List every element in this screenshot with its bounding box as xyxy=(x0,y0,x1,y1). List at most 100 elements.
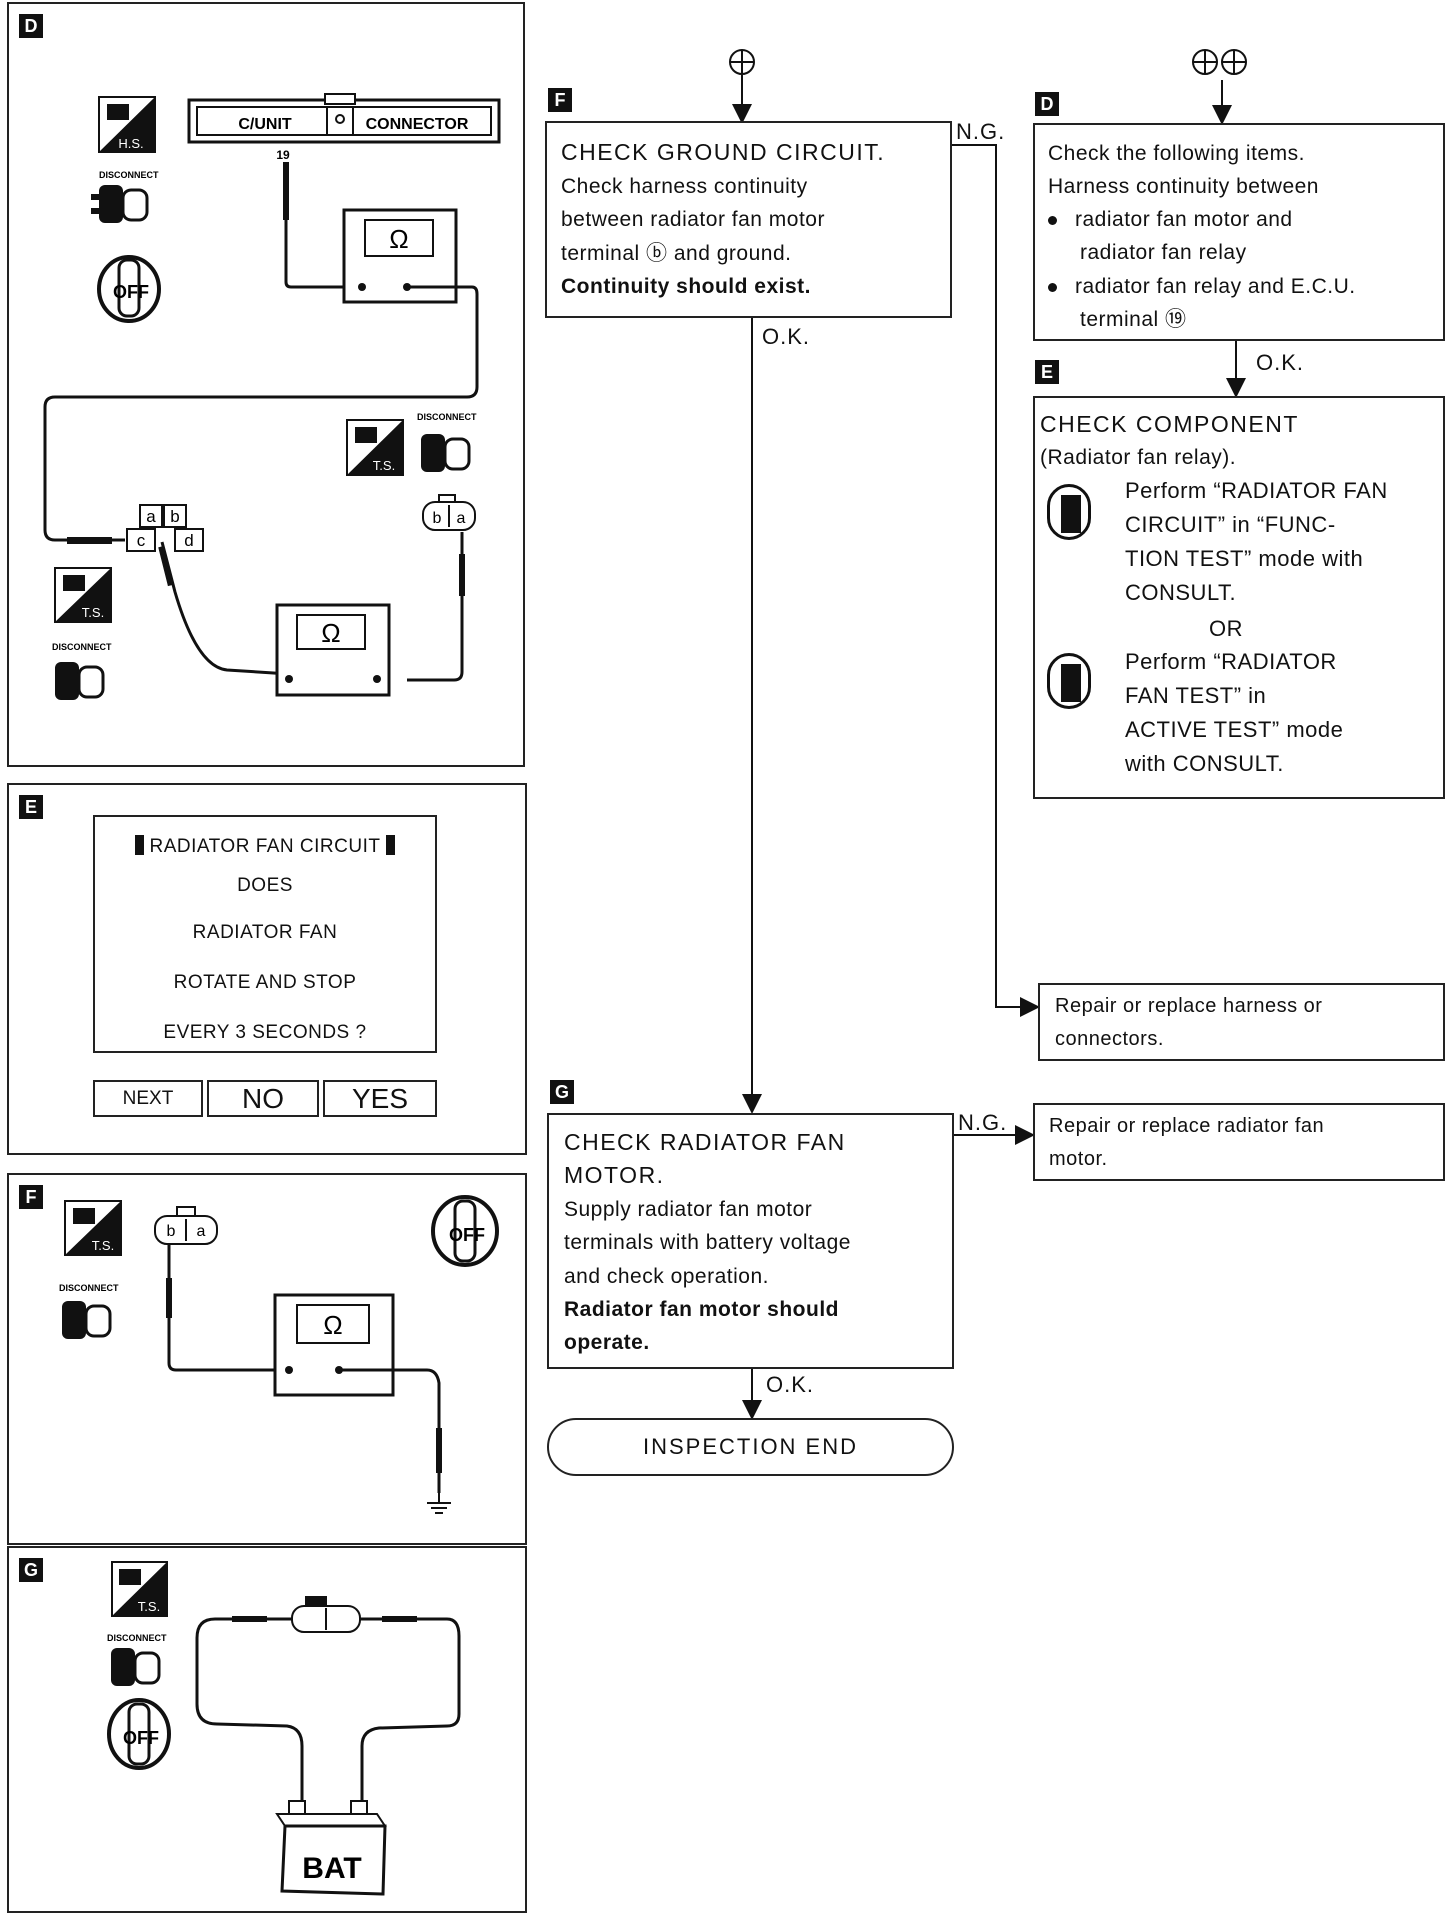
option-line: ACTIVE TEST” mode xyxy=(1125,717,1344,742)
next-button[interactable]: NEXT xyxy=(93,1080,203,1117)
check-component-box: CHECK COMPONENT (Radiator fan relay). Pe… xyxy=(1033,396,1445,799)
no-button[interactable]: NO xyxy=(207,1080,319,1117)
step-e-letter: E xyxy=(1035,360,1059,384)
step-line: terminals with battery voltage xyxy=(564,1231,851,1254)
repair-line: connectors. xyxy=(1055,1028,1164,1050)
svg-text:OFF: OFF xyxy=(449,1225,485,1245)
consult-icon xyxy=(1047,653,1091,709)
disconnect-icon xyxy=(55,662,105,700)
svg-text:d: d xyxy=(184,531,193,550)
inspection-end-terminal: INSPECTION END xyxy=(547,1418,954,1476)
bullet-icon xyxy=(1048,282,1057,292)
disconnect-icon xyxy=(62,1301,112,1339)
ground-icon xyxy=(427,1493,451,1514)
svg-text:19: 19 xyxy=(276,148,290,162)
ts-icon: T.S. xyxy=(111,1561,168,1617)
option-line: CONSULT. xyxy=(1125,580,1237,605)
ng-label: N.G. xyxy=(956,119,1006,144)
repair-motor-box: Repair or replace radiator fan motor. xyxy=(1033,1103,1445,1181)
panel-f-letter: F xyxy=(19,1185,43,1209)
svg-text:T.S.: T.S. xyxy=(82,605,104,620)
step-d-letter: D xyxy=(1035,92,1059,116)
ng-label: N.G. xyxy=(958,1110,1008,1135)
ohmmeter-icon: Ω xyxy=(275,603,391,697)
step-subtitle: (Radiator fan relay). xyxy=(1040,446,1237,469)
screen-line: ROTATE AND STOP xyxy=(173,972,357,993)
panel-e-letter: E xyxy=(19,795,43,819)
motor-connector: b a xyxy=(422,494,476,531)
step-f-letter: F xyxy=(548,88,572,112)
option-line: TION TEST” mode with xyxy=(1125,546,1364,571)
screen-line: RADIATOR FAN xyxy=(192,922,338,943)
step-line: Check harness continuity xyxy=(561,175,808,198)
check-items-box: Check the following items. Harness conti… xyxy=(1033,123,1445,341)
repair-line: Repair or replace harness or xyxy=(1055,995,1323,1017)
disconnect-icon xyxy=(421,434,471,472)
check-motor-box: CHECK RADIATOR FAN MOTOR. Supply radiato… xyxy=(547,1113,954,1369)
svg-text:Ω: Ω xyxy=(323,1310,342,1340)
screen-line: DOES xyxy=(237,875,293,896)
step-g-letter: G xyxy=(550,1080,574,1104)
svg-text:DISCONNECT: DISCONNECT xyxy=(107,1633,167,1643)
option-line: CIRCUIT” in “FUNC- xyxy=(1125,512,1336,537)
consult-icon xyxy=(1047,484,1091,540)
step-title: CHECK COMPONENT xyxy=(1040,411,1299,437)
offpage-connector-icon xyxy=(1192,49,1247,75)
svg-text:CONNECTOR: CONNECTOR xyxy=(366,116,469,133)
step-title: CHECK RADIATOR FAN xyxy=(564,1129,846,1155)
ohmmeter-icon: Ω xyxy=(273,1293,395,1397)
ok-label: O.K. xyxy=(1256,350,1305,375)
consult-screen: RADIATOR FAN CIRCUIT DOES RADIATOR FAN R… xyxy=(93,815,437,1053)
svg-text:Ω: Ω xyxy=(389,224,408,254)
motor-connector: b a xyxy=(154,1206,218,1245)
ignition-off-icon: OFF xyxy=(97,255,161,323)
svg-text:BAT: BAT xyxy=(302,1852,361,1885)
panel-d-diagram: H.S. DISCONNECT OFF C/UNIT CONNECTOR 19 … xyxy=(43,93,501,700)
svg-text:T.S.: T.S. xyxy=(373,458,395,473)
repair-line: motor. xyxy=(1049,1148,1108,1170)
yes-button[interactable]: YES xyxy=(323,1080,437,1117)
step-expected: Radiator fan motor should xyxy=(564,1298,839,1321)
step-line: Supply radiator fan motor xyxy=(564,1198,813,1221)
ignition-off-icon: OFF xyxy=(431,1195,499,1267)
motor-connector xyxy=(291,1596,361,1633)
repair-harness-box: Repair or replace harness or connectors. xyxy=(1038,983,1445,1061)
panel-f-diagram: T.S. DISCONNECT b a Ω OFF xyxy=(59,1195,499,1514)
hs-icon: H.S. xyxy=(98,96,156,153)
svg-text:c: c xyxy=(137,531,146,550)
offpage-connector-icon xyxy=(729,49,755,75)
step-line: between radiator fan motor xyxy=(561,208,825,231)
svg-text:Ω: Ω xyxy=(321,618,340,648)
ts-icon: T.S. xyxy=(346,419,404,476)
step-title: CHECK GROUND CIRCUIT. xyxy=(561,139,886,165)
svg-text:b: b xyxy=(170,507,179,526)
check-ground-circuit-box: CHECK GROUND CIRCUIT. Check harness cont… xyxy=(545,121,952,318)
svg-text:OFF: OFF xyxy=(113,282,149,302)
ts-icon: T.S. xyxy=(54,567,112,623)
panel-d-letter: D xyxy=(19,14,43,38)
svg-text:b: b xyxy=(167,1223,176,1240)
cunit-connector: C/UNIT CONNECTOR 19 xyxy=(187,93,501,162)
repair-line: Repair or replace radiator fan xyxy=(1049,1115,1325,1137)
svg-text:OFF: OFF xyxy=(123,1728,159,1748)
battery-icon: BAT xyxy=(275,1800,387,1896)
disconnect-icon xyxy=(111,1648,161,1686)
disconnect-icon xyxy=(91,185,149,223)
step-line: Check the following items. xyxy=(1048,142,1305,165)
svg-text:b: b xyxy=(433,510,442,527)
step-title: MOTOR. xyxy=(564,1162,665,1188)
panel-g: G xyxy=(7,1546,527,1913)
svg-text:a: a xyxy=(146,507,156,526)
bullet-icon xyxy=(1048,215,1057,225)
ok-label: O.K. xyxy=(766,1372,815,1397)
svg-text:a: a xyxy=(197,1223,206,1240)
bullet-item-cont: radiator fan relay xyxy=(1080,241,1247,264)
svg-text:H.S.: H.S. xyxy=(118,136,143,151)
ok-label: O.K. xyxy=(762,324,811,349)
step-line: and check operation. xyxy=(564,1265,769,1288)
option-line: Perform “RADIATOR xyxy=(1125,649,1337,674)
step-expected: Continuity should exist. xyxy=(561,275,812,298)
screen-title: RADIATOR FAN CIRCUIT xyxy=(95,835,435,858)
ts-icon: T.S. xyxy=(64,1200,122,1256)
bullet-item-cont: terminal ⑲ xyxy=(1080,308,1187,331)
